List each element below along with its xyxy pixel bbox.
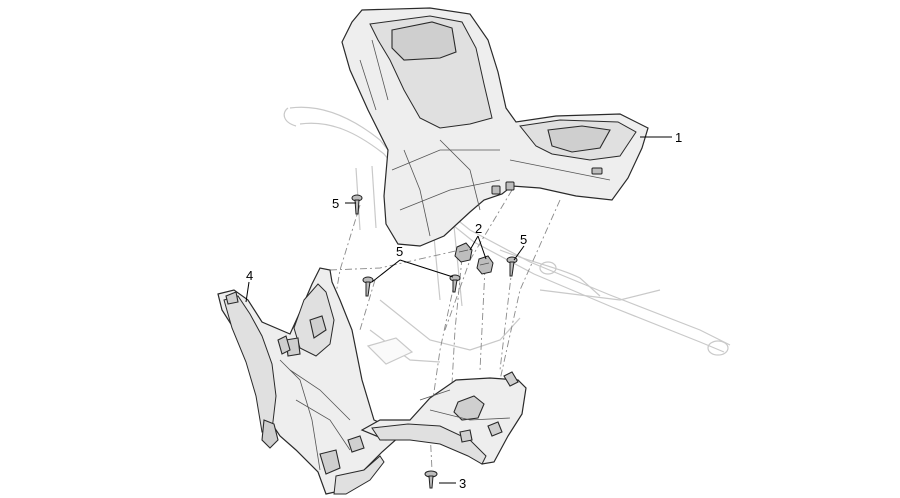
callout-4: 4 [246,268,253,283]
callout-3: 3 [459,476,466,491]
leader-lines [245,136,672,484]
callout-1: 1 [675,130,682,145]
part-4-lower-handlebar-cover[interactable] [217,267,401,495]
ghost-handlebar-frame [283,106,731,365]
callout-5-center: 5 [396,244,403,259]
callout-5-upper-left: 5 [332,196,339,211]
callout-2: 2 [475,221,482,236]
part-3-screw[interactable] [424,470,438,489]
part-1-upper-handlebar-cover[interactable] [341,7,649,247]
part-lower-cover-right[interactable] [333,371,527,495]
part-2-clips[interactable] [454,242,494,275]
callout-5-right: 5 [520,232,527,247]
part-5-screws[interactable] [351,194,518,297]
